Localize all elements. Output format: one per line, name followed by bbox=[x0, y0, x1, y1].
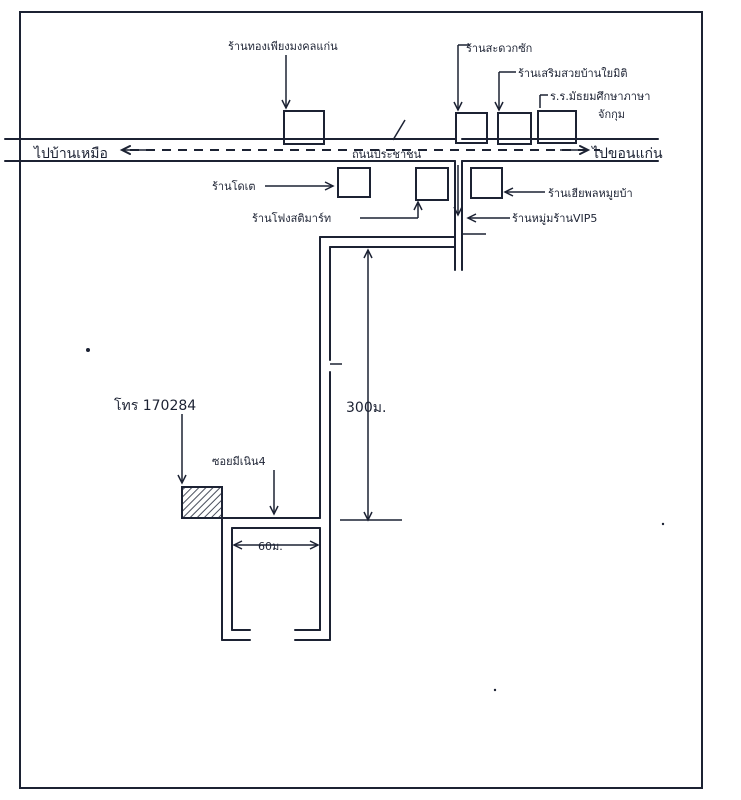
right-destination-label: ไปขอนแก่น bbox=[591, 145, 663, 162]
top-left-shop-label: ร้านทองเพียงมงคลแก่น bbox=[228, 40, 338, 53]
stray-dot bbox=[661, 522, 665, 526]
stray-dot bbox=[86, 348, 90, 352]
top-shop-3-label-2: จักกุม bbox=[598, 108, 625, 121]
alley bbox=[221, 517, 331, 641]
corner-shop-label: ร้านหมู่มร้านVIP5 bbox=[512, 212, 597, 225]
stray-dot bbox=[493, 688, 497, 692]
distance-label: 300ม. bbox=[346, 400, 386, 416]
main-road bbox=[4, 138, 659, 162]
short-distance-label: 60ม. bbox=[258, 540, 283, 553]
bottom-buildings bbox=[337, 167, 503, 201]
bottom-shop-lower-label: ร้านโฟงสติมาร์ท bbox=[252, 211, 331, 225]
building-top-3 bbox=[537, 110, 577, 144]
top-shop-2-label: ร้านเสริมสวยบ้านใยมิติ bbox=[518, 67, 627, 80]
bottom-shop-right-label: ร้านเฮียพลหมูยบ้า bbox=[548, 187, 633, 200]
building-bottom-mid bbox=[415, 167, 449, 201]
destination-house bbox=[181, 486, 223, 519]
building-bottom-right bbox=[470, 167, 503, 199]
top-shop-3-label: ร.ร.มัธยมศึกษาภาษา bbox=[550, 90, 650, 103]
short-distance-marker bbox=[232, 540, 320, 550]
page-border bbox=[19, 11, 703, 789]
building-top-1 bbox=[455, 112, 488, 144]
alley-label: ซอยมีเนิน4 bbox=[212, 455, 266, 468]
top-buildings bbox=[283, 110, 577, 145]
building-top-left bbox=[283, 110, 325, 145]
distance-marker bbox=[340, 248, 402, 522]
branch-road bbox=[319, 236, 456, 641]
side-street bbox=[453, 160, 486, 271]
building-bottom-left bbox=[337, 167, 371, 198]
bottom-shop-left-label: ร้านโดเต bbox=[212, 179, 256, 193]
top-shop-1-label: ร้านสะดวกซัก bbox=[466, 42, 532, 55]
left-destination-label: ไปบ้านเหมือ bbox=[33, 145, 108, 162]
arrow-down-icon bbox=[453, 206, 463, 217]
phone-label: โทร 170284 bbox=[114, 397, 196, 414]
road-name-label: ถนนประชาชน bbox=[352, 148, 422, 161]
building-top-2 bbox=[497, 112, 532, 145]
